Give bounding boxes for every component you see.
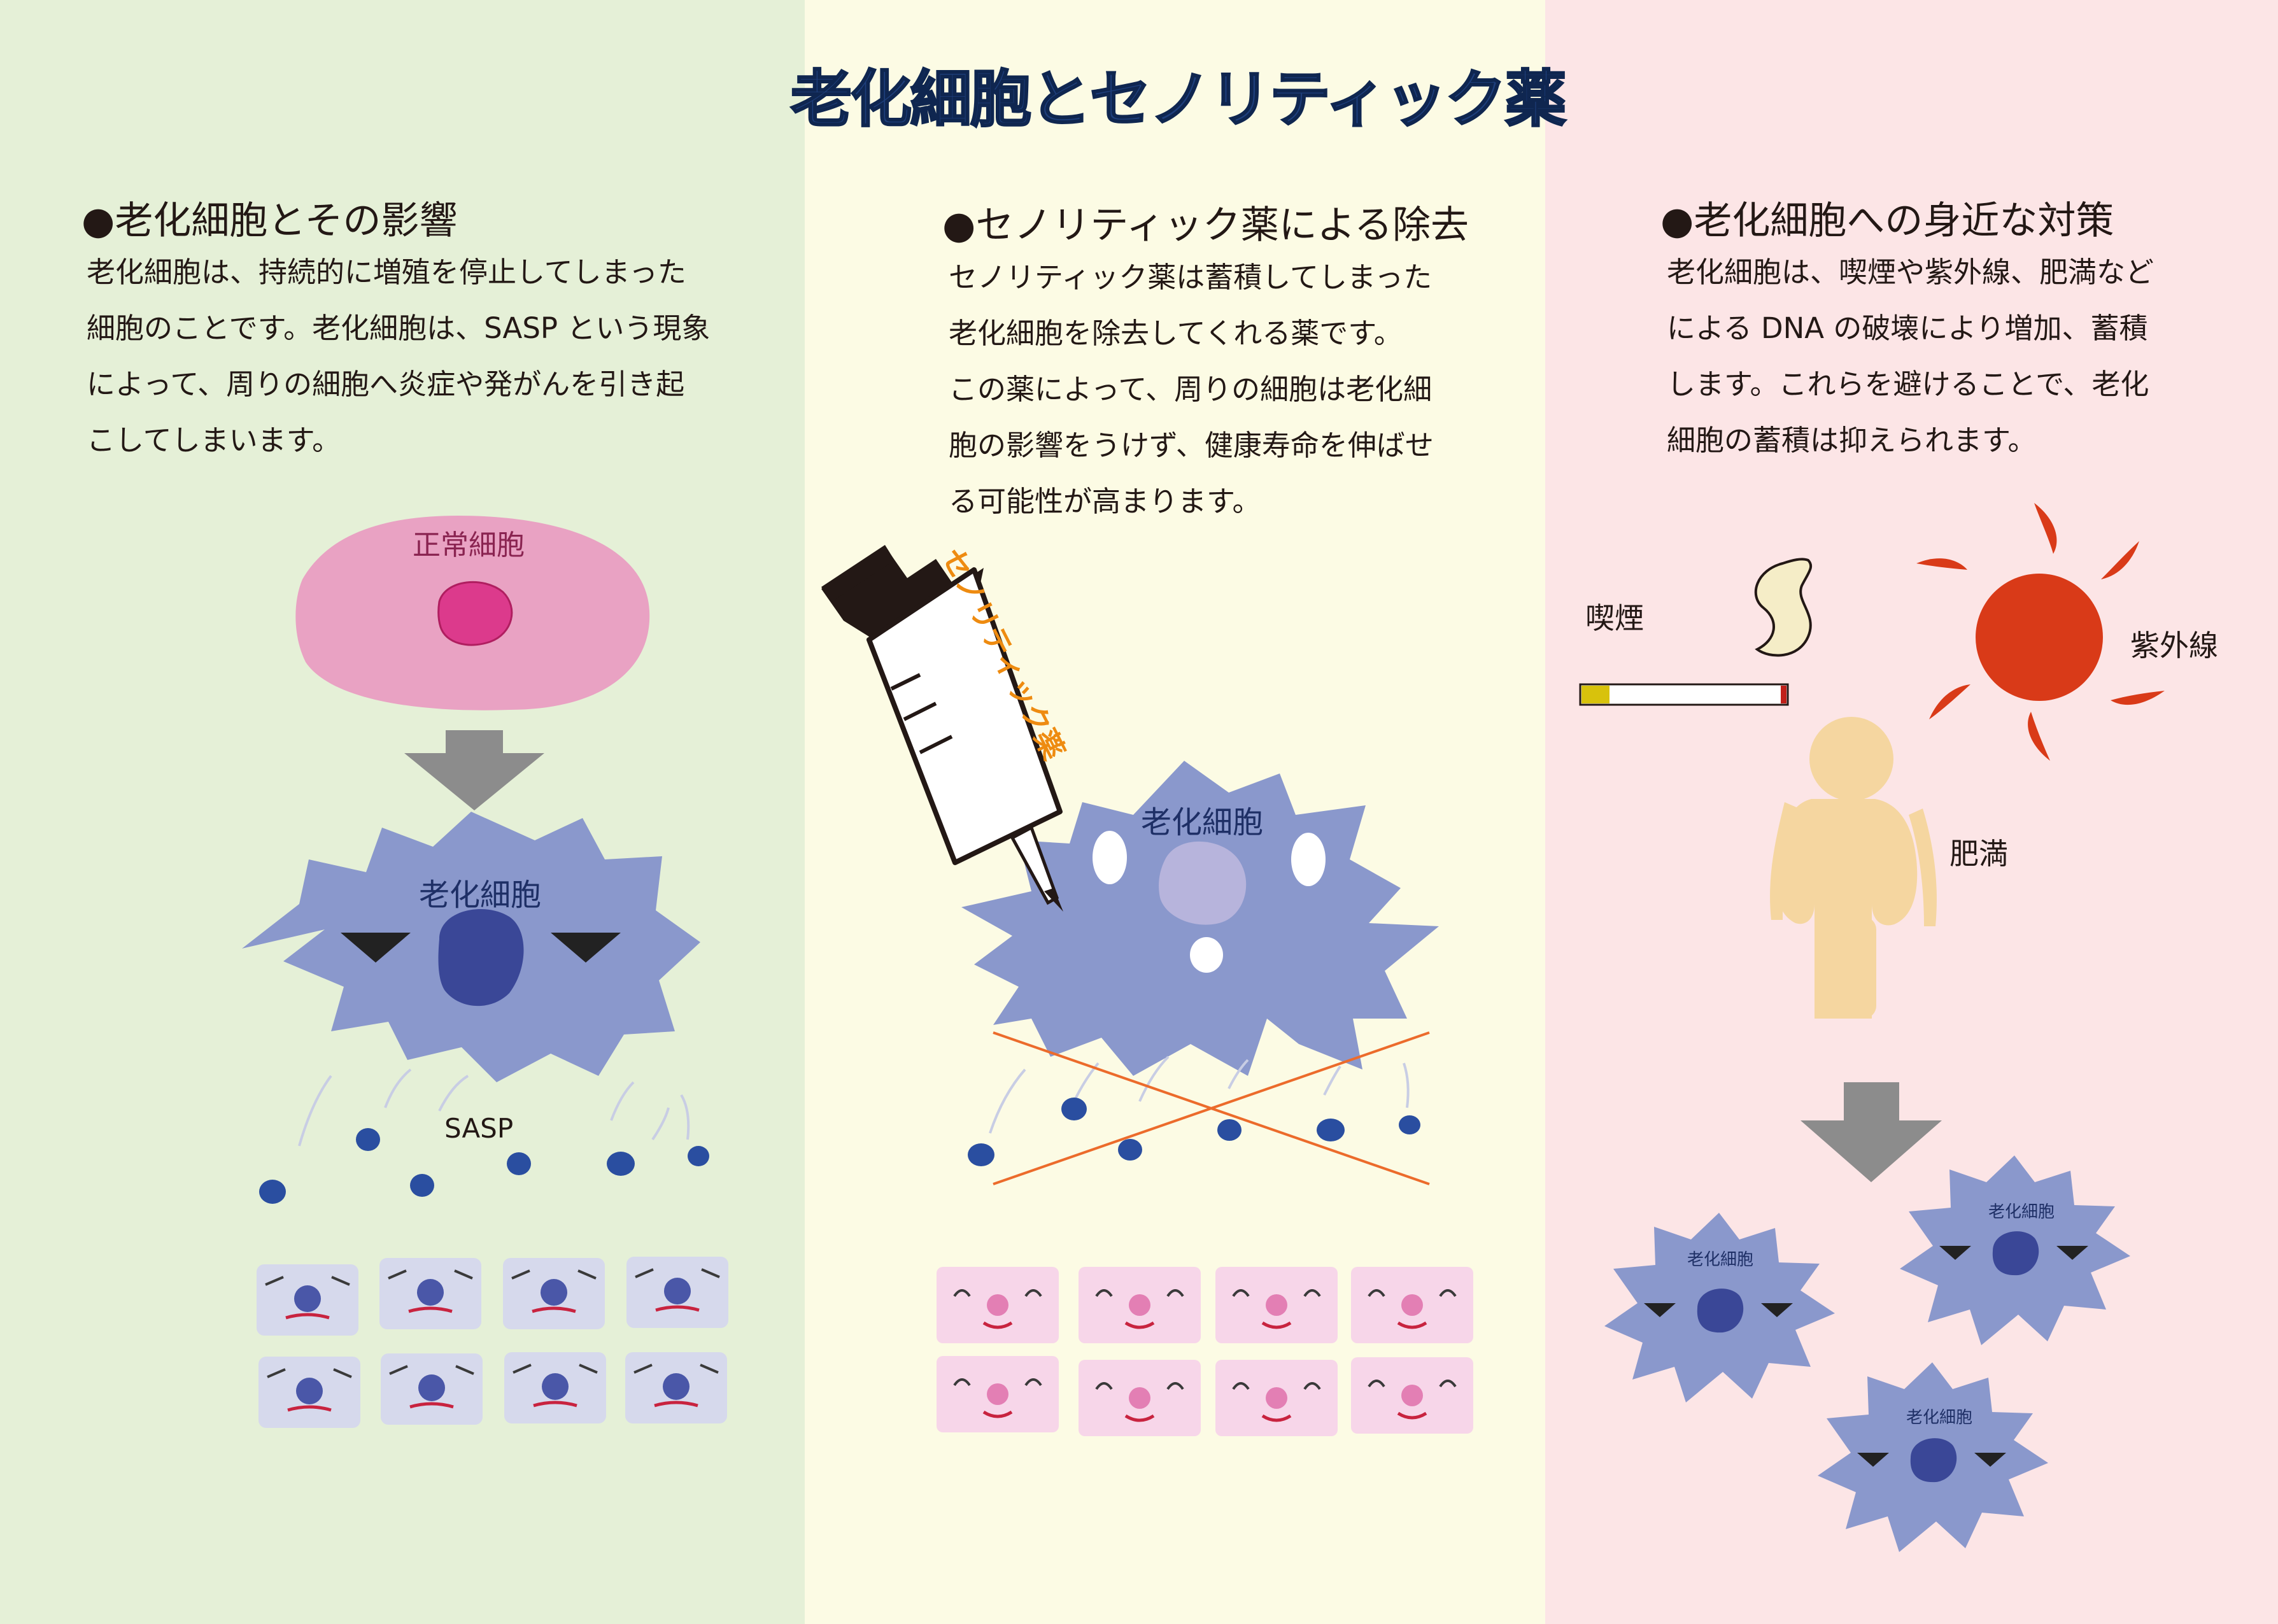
arrow-down-icon: [404, 730, 544, 810]
label-smoking: 喫煙: [1585, 601, 1644, 635]
body-line: 老化細胞は、喫煙や紫外線、肥満など: [1667, 255, 2154, 289]
senescent-cell-icon: [1818, 1362, 2048, 1552]
label-senescent-cell: 老化細胞: [419, 877, 542, 913]
arrow-down-icon: [1800, 1082, 1942, 1182]
body-line: 老化細胞を除去してくれる薬です。: [949, 316, 1403, 350]
syringe-icon: [821, 545, 1063, 912]
body-line: 細胞の蓄積は抑えられます。: [1667, 423, 2037, 457]
body-line: この薬によって、周りの細胞は老化細: [949, 372, 1433, 406]
section-body-middle: セノリティック薬は蓄積してしまった 老化細胞を除去してくれる薬です。 この薬によ…: [949, 250, 1434, 530]
label-obesity: 肥満: [1949, 837, 2008, 871]
body-line: による DNA の破壊により増加、蓄積: [1667, 311, 2148, 345]
senescent-cell-icon: [1900, 1155, 2130, 1345]
cross-icon: [993, 1031, 1430, 1185]
body-line: 胞の影響をうけず、健康寿命を伸ばせ: [949, 428, 1434, 462]
section-body-left: 老化細胞は、持続的に増殖を停止してしまった 細胞のことです。老化細胞は、SASP…: [87, 244, 710, 469]
label-senescent-cell: 老化細胞: [1988, 1203, 2055, 1222]
section-heading-middle: ●セノリティック薬による除去: [942, 203, 1469, 248]
body-line: します。これらを避けることで、老化: [1667, 367, 2149, 401]
section-body-right: 老化細胞は、喫煙や紫外線、肥満など による DNA の破壊により増加、蓄積 しま…: [1667, 244, 2154, 469]
label-normal-cell: 正常細胞: [413, 529, 525, 561]
section-heading-left: ●老化細胞とその影響: [81, 199, 458, 243]
senescent-cell-icon: [1604, 1213, 1835, 1402]
smoke-icon: [1754, 558, 1813, 657]
body-line: こしてしまいます。: [87, 423, 341, 457]
label-senescent-cell: 老化細胞: [1687, 1250, 1754, 1269]
body-line: 老化細胞は、持続的に増殖を停止してしまった: [87, 255, 686, 289]
cigarette-icon: [1579, 683, 1789, 706]
page-title: 老化細胞とセノリティック薬: [789, 63, 1567, 136]
label-uv: 紫外線: [2130, 628, 2218, 663]
body-line: によって、周りの細胞へ炎症や発がんを引き起: [87, 367, 685, 401]
section-heading-right: ●老化細胞への身近な対策: [1660, 199, 2114, 243]
label-senescent-cell: 老化細胞: [1141, 805, 1264, 840]
person-icon: [1770, 717, 1937, 1019]
sun-icon: [1916, 503, 2165, 761]
label-senescent-cell: 老化細胞: [1906, 1408, 1973, 1427]
body-line: 細胞のことです。老化細胞は、SASP という現象: [87, 311, 711, 345]
body-line: る可能性が高まります。: [949, 484, 1261, 518]
label-sasp: SASP: [444, 1113, 514, 1144]
body-line: セノリティック薬は蓄積してしまった: [949, 260, 1433, 294]
